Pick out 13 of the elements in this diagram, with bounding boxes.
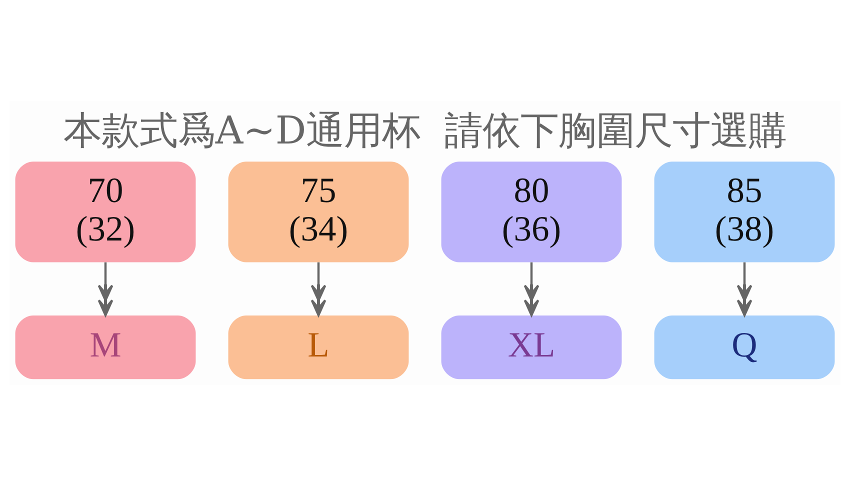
node-box: 85 (38) (654, 161, 835, 262)
node-box: 75 (34) (228, 161, 409, 262)
diagram-title: 本款式爲A~D通用杯 請依下胸圍尺寸選購 (63, 108, 787, 154)
arrow (310, 262, 326, 316)
node-box: 70 (32) (15, 161, 196, 262)
node-box: L (228, 314, 409, 379)
node-box: 80 (36) (441, 161, 622, 262)
arrow (98, 262, 114, 316)
arrow (736, 262, 752, 316)
node-box: XL (441, 314, 622, 379)
node-box: M (15, 314, 196, 379)
arrow (524, 262, 540, 316)
node-box: Q (654, 314, 835, 379)
